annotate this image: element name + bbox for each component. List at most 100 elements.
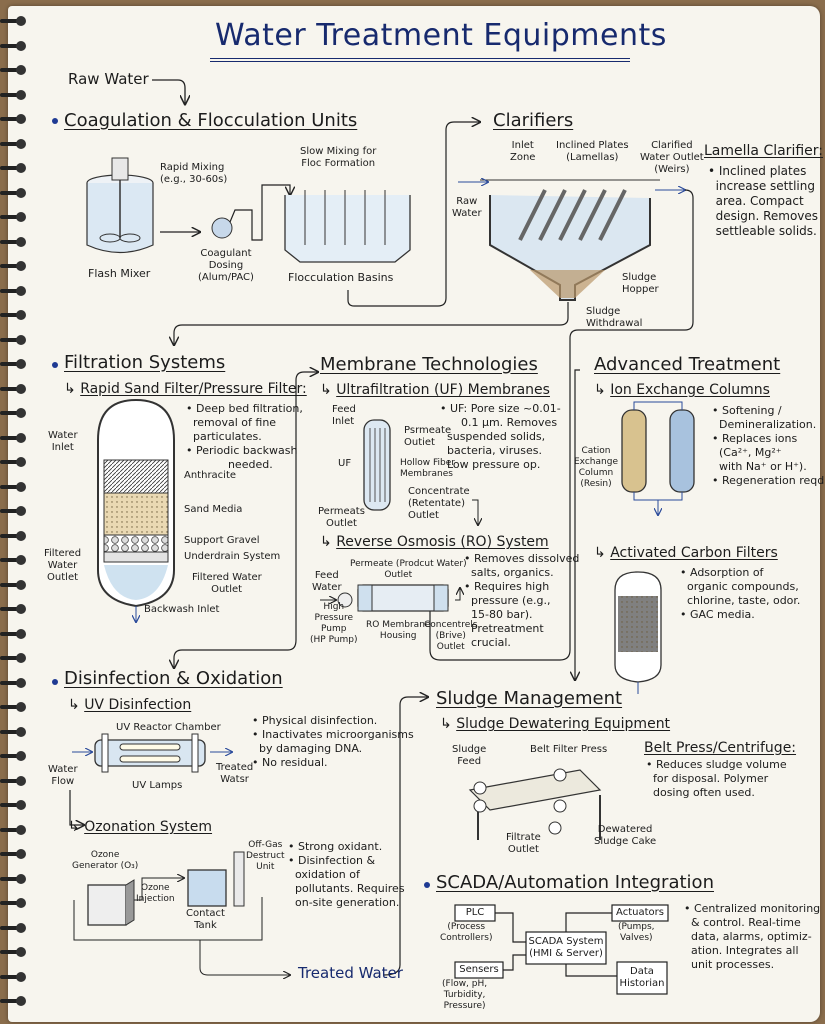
uv-subheading: ↳ UV Disinfection xyxy=(68,697,192,713)
spiral-ring xyxy=(0,824,30,835)
filtered-outlet-left-label: Filtered Water Outlet xyxy=(44,548,82,583)
support-gravel-label: Support Gravel xyxy=(184,535,260,546)
spiral-ring xyxy=(0,530,30,541)
spiral-ring xyxy=(0,481,30,492)
spiral-ring xyxy=(0,849,30,859)
inclined-plates-label: Inclined Plates (Lamellas) xyxy=(556,140,629,163)
clarified-outlet-label: Clarified Water Outlet (Weirs) xyxy=(640,140,704,175)
ozone-subheading: ↳ Ozonation System xyxy=(68,819,213,835)
spiral-ring xyxy=(0,383,30,394)
spiral-ring xyxy=(0,310,30,320)
clarifier-raw-water-label: Raw Water xyxy=(452,196,482,219)
uf-notes: • UF: Pore size ~0.01- 0.1 µm. Removes s… xyxy=(440,402,561,471)
spiral-ring xyxy=(0,187,30,198)
carbon-filter-notes: • Adsorption of organic compounds, chlor… xyxy=(680,566,801,621)
ro-housing-label: RO Membrane Housing xyxy=(366,620,431,641)
spiral-ring xyxy=(0,898,30,908)
ozone-generator-label: Ozone Generator (O₃) xyxy=(72,850,139,871)
spiral-ring xyxy=(0,873,30,884)
ion-exchange-notes: • Softening / Demineralization. • Replac… xyxy=(712,404,825,487)
spiral-ring xyxy=(0,261,30,271)
spiral-ring xyxy=(0,89,30,100)
uf-bracket-label: UF xyxy=(338,458,352,469)
section-clarifiers-heading: Clarifiers xyxy=(493,110,574,131)
ro-permeate-label: Permeate (Prodcut Water) Outlet xyxy=(350,559,467,580)
water-inlet-label: Water Inlet xyxy=(48,430,78,453)
scada-box-sensors: Sensers xyxy=(459,964,499,975)
treated-water-label: Treated Water xyxy=(298,964,403,982)
spiral-ring xyxy=(0,751,30,761)
scada-actuators-sub: (Pumps, Valves) xyxy=(618,922,655,943)
scada-box-historian: Data Historian xyxy=(619,966,665,989)
spiral-ring xyxy=(0,579,30,590)
dewatered-cake-label: Dewatered Sludge Cake xyxy=(594,824,657,847)
section-membrane-heading: Membrane Technologies xyxy=(320,354,538,375)
scada-box-system: SCADA System (HMI & Server) xyxy=(528,936,604,959)
spiral-ring xyxy=(0,996,30,1006)
spiral-ring xyxy=(0,775,30,786)
scada-plc-sub: (Process Controllers) xyxy=(440,922,493,943)
scada-notes: • Centralized monitoring & control. Real… xyxy=(684,902,821,971)
uv-treated-label: Treated Watsr xyxy=(216,762,254,785)
spiral-ring xyxy=(0,702,30,712)
flash-mixer-label: Flash Mixer xyxy=(88,267,151,280)
ozone-notes: • Strong oxidant. • Disinfection & oxida… xyxy=(288,840,405,909)
raw-water-label: Raw Water xyxy=(68,70,149,88)
spiral-ring xyxy=(0,285,30,296)
spiral-ring xyxy=(0,555,30,565)
uv-notes: • Physical disinfection. • Inactivates m… xyxy=(252,714,414,769)
sludge-subheading: ↳ Sludge Dewatering Equipment xyxy=(440,716,671,732)
cation-column-label: Cation Exchange Column (Resin) xyxy=(574,446,618,489)
flocculation-basins-label: Flocculation Basins xyxy=(288,271,394,284)
backwash-inlet-label: Backwash Inlet xyxy=(144,604,220,615)
spiral-ring xyxy=(0,359,30,369)
hp-pump-label: High Pressure Pump (HP Pump) xyxy=(310,602,358,645)
uf-subheading: ↳ Ultrafiltration (UF) Membranes xyxy=(320,382,550,398)
spiral-ring xyxy=(0,16,30,26)
coagulant-dosing-label: Coagulant Dosing (Alum/PAC) xyxy=(198,248,254,283)
spiral-ring xyxy=(0,628,30,639)
ro-notes: • Removes dissolved salts, organics. • R… xyxy=(464,552,580,649)
uv-reactor-label: UV Reactor Chamber xyxy=(116,722,221,733)
spiral-ring xyxy=(0,677,30,688)
spiral-ring xyxy=(0,408,30,418)
ro-feed-water-label: Feed Water xyxy=(312,570,342,593)
uf-concentrate-label: Concentrate (Retentate) Outlet xyxy=(408,486,470,521)
filtered-outlet-right-label: Filtered Water Outlet xyxy=(192,572,262,595)
underdrain-label: Underdrain System xyxy=(184,551,281,562)
section-scada-heading: SCADA/Automation Integration xyxy=(436,872,714,893)
scada-box-actuators: Actuators xyxy=(616,907,664,918)
carbon-filter-subheading: ↳ Activated Carbon Filters xyxy=(594,545,778,561)
spiral-ring xyxy=(0,236,30,247)
spiral-ring xyxy=(0,138,30,149)
spiral-ring xyxy=(0,40,30,51)
contact-tank-label: Contact Tank xyxy=(186,908,225,931)
spiral-ring xyxy=(0,947,30,957)
spiral-ring xyxy=(0,800,30,810)
spiral-ring xyxy=(0,922,30,933)
scada-sensors-sub: (Flow, pH, Turbidity, Pressure) xyxy=(442,979,488,1011)
spiral-ring xyxy=(0,506,30,516)
uv-water-flow-label: Water Flow xyxy=(48,764,78,787)
ro-subheading: ↳ Reverse Osmosis (RO) System xyxy=(320,534,549,550)
uf-permeate-top-label: Psrmeate Outiet xyxy=(404,425,452,448)
lamella-clarifier-heading: Lamella Clarifier: xyxy=(704,143,823,159)
sludge-notes: • Reduces sludge volume for disposal. Po… xyxy=(646,758,787,799)
page-title: Water Treatment Equipments xyxy=(215,18,667,53)
sludge-withdrawal-label: Sludge Withdrawal xyxy=(586,306,643,329)
title-underline xyxy=(210,58,630,62)
rapid-mixing-label: Rapid Mixing (e.g., 30-60s) xyxy=(160,162,228,185)
lamella-clarifier-notes: • Inclined plates increase settling area… xyxy=(708,164,819,238)
section-advanced-heading: Advanced Treatment xyxy=(594,354,781,375)
section-filtration-heading: Filtration Systems xyxy=(64,352,226,373)
ro-concentrate-label: Concentrels (Brive) Outlet xyxy=(424,620,478,652)
belt-press-heading: Belt Press/Centrifuge: xyxy=(644,740,797,756)
scada-box-plc: PLC xyxy=(465,907,485,918)
spiral-ring xyxy=(0,457,30,467)
bullet-icon xyxy=(52,362,58,368)
spiral-ring xyxy=(0,726,30,737)
filtrate-outlet-label: Filtrate Outlet xyxy=(506,832,541,855)
spiral-ring xyxy=(0,604,30,614)
belt-press-label: Belt Filter Press xyxy=(530,744,608,755)
spiral-ring xyxy=(0,432,30,443)
